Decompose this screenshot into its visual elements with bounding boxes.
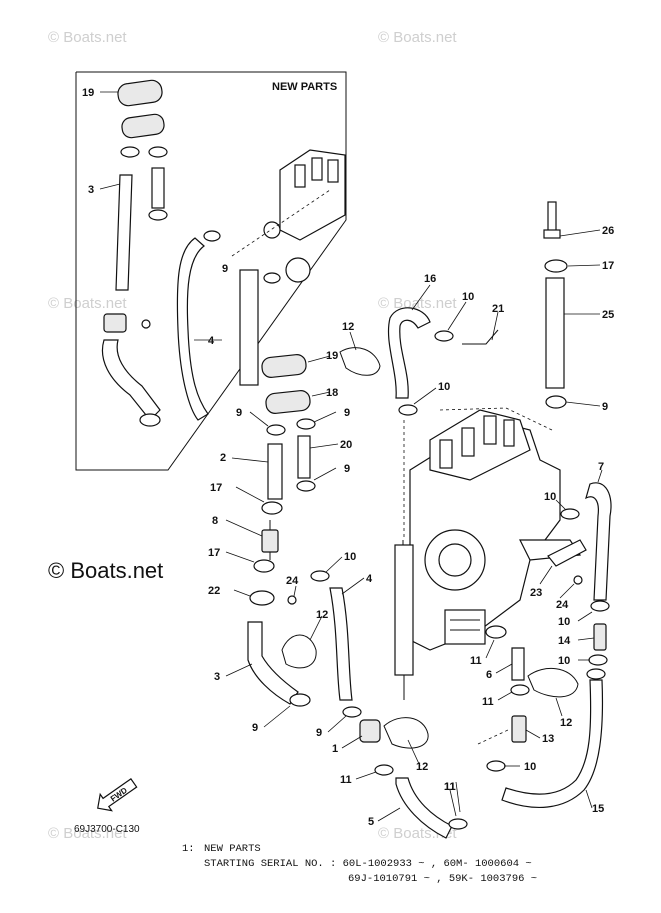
watermark: © Boats.net [378,295,457,312]
callout-1: 1 [332,743,338,755]
callout-18: 18 [326,387,338,399]
callout-16: 16 [424,273,436,285]
callout-11: 11 [444,781,456,793]
callout-22: 22 [208,585,220,597]
callout-17: 17 [208,547,220,559]
callout-4: 4 [366,573,373,585]
callout-15: 15 [592,803,604,815]
callout-19: 19 [326,350,338,362]
callout-10: 10 [558,655,570,667]
notes: 1: NEW PARTS STARTING SERIAL NO. : 60L-1… [182,843,537,885]
note-title: NEW PARTS [204,843,261,855]
callout-9: 9 [222,263,228,275]
callout-10: 10 [544,491,556,503]
callout-6: 6 [486,669,492,681]
callout-3: 3 [214,671,220,683]
callout-12: 12 [316,609,328,621]
callout-9: 9 [316,727,322,739]
callout-17: 17 [602,260,614,272]
callout-10: 10 [558,616,570,628]
callout-19: 19 [82,87,94,99]
watermark-group: © Boats.net © Boats.net © Boats.net © Bo… [48,29,457,842]
diagram-code: 69J3700-C130 [74,824,140,835]
callouts: 19 3 9 4 16 10 21 12 19 18 10 9 9 2 20 9… [82,87,614,828]
fwd-arrow: FWD [97,778,138,812]
callout-11: 11 [482,696,494,708]
callout-12: 12 [342,321,354,333]
callout-11: 11 [444,781,456,793]
watermark: © Boats.net [48,295,127,312]
callout-17: 17 [210,482,222,494]
fwd-arrow-icon [97,778,138,812]
callout-24: 24 [286,575,299,587]
callout-9: 9 [344,407,350,419]
callout-14: 14 [558,635,571,647]
watermark-large: © Boats.net [48,558,163,583]
callout-10: 10 [438,381,450,393]
callout-9: 9 [602,401,608,413]
callout-13: 13 [542,733,554,745]
callout-11: 11 [340,774,352,786]
callout-3: 3 [88,184,94,196]
callout-2: 2 [220,452,226,464]
watermark: © Boats.net [48,825,127,842]
callout-9: 9 [252,722,258,734]
main-parts [247,201,612,839]
callout-26: 26 [602,225,614,237]
watermark: © Boats.net [378,29,457,46]
callout-9: 9 [344,463,350,475]
inset-title: NEW PARTS [272,81,337,93]
leader-lines [99,91,603,822]
callout-4: 4 [208,335,215,347]
callout-10: 10 [462,291,474,303]
callout-25: 25 [602,309,614,321]
callout-10: 10 [524,761,536,773]
callout-11: 11 [470,655,482,667]
callout-12: 12 [560,717,572,729]
note-serial-line-2: 69J-1010791 ~ , 59K- 1003796 ~ [348,873,537,885]
callout-12: 12 [416,761,428,773]
engine-block [394,409,582,700]
callout-8: 8 [212,515,218,527]
callout-23: 23 [530,587,542,599]
inset-engine [239,149,346,386]
callout-21: 21 [492,303,504,315]
callout-24: 24 [556,599,569,611]
callout-20: 20 [340,439,352,451]
note-index: 1: [182,843,195,855]
callout-7: 7 [598,461,604,473]
watermark: © Boats.net [48,29,127,46]
callout-10: 10 [344,551,356,563]
inset-parts [101,79,281,427]
note-serial-line-1: STARTING SERIAL NO. : 60L-1002933 ~ , 60… [204,858,532,870]
callout-5: 5 [368,816,374,828]
callout-9: 9 [236,407,242,419]
